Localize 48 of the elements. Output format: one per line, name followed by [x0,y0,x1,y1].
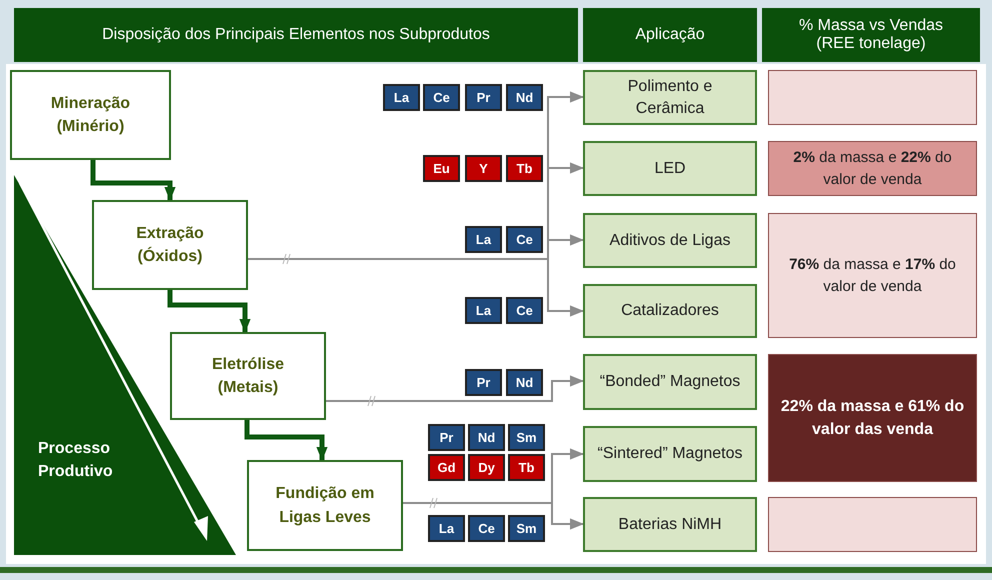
process-box: Extração (Óxidos) [92,200,248,290]
application-box: LED [583,141,757,196]
element-tile: Sm [508,424,545,451]
element-tile: Pr [465,84,502,111]
share-box [768,497,977,552]
element-tile: Y [465,155,502,182]
process-box: Eletrólise (Metais) [170,332,326,420]
share-box: 76% da massa e 17% do valor de venda [768,213,977,338]
flow-arrow [168,290,251,333]
element-tile: Gd [428,454,465,481]
process-box: Fundição em Ligas Leves [247,460,403,551]
application-box: Catalizadores [583,284,757,338]
arrow [326,375,584,402]
share-box [768,70,977,125]
element-tile: Nd [506,369,543,396]
header-cell: Disposição dos Principais Elementos nos Subprodutos [14,8,578,62]
element-tile: La [465,297,502,324]
header-cell: % Massa vs Vendas (REE tonelage) [762,8,980,62]
flow-arrow [90,160,176,201]
application-box: Polimento e Cerâmica [583,70,757,125]
element-tile: Pr [465,369,502,396]
application-box: “Bonded” Magnetos [583,354,757,410]
element-tile: Eu [423,155,460,182]
element-tile: La [428,515,465,542]
element-tile: Ce [506,226,543,253]
element-tile: Dy [468,454,505,481]
arrow [403,502,584,530]
share-box: 2% da massa e 22% do valor de venda [768,141,977,196]
element-tile: Nd [468,424,505,451]
application-box: Aditivos de Ligas [583,213,757,268]
element-tile: Ce [468,515,505,542]
element-tile: Ce [506,297,543,324]
application-box: “Sintered” Magnetos [583,426,757,482]
element-tile: Sm [508,515,545,542]
element-tile: Nd [506,84,543,111]
application-box: Baterias NiMH [583,497,757,552]
flow-arrow [244,420,328,461]
element-tile: Tb [506,155,543,182]
stage-label: Processo Produtivo [38,439,114,482]
element-tile: Tb [508,454,545,481]
process-box: Mineração (Minério) [10,70,171,160]
element-tile: Ce [423,84,460,111]
element-tile: Pr [428,424,465,451]
element-tile: La [465,226,502,253]
header-cell: Aplicação [583,8,757,62]
share-box: 22% da massa e 61% do valor das venda [768,354,977,482]
arrow [248,258,584,317]
element-tile: La [383,84,420,111]
